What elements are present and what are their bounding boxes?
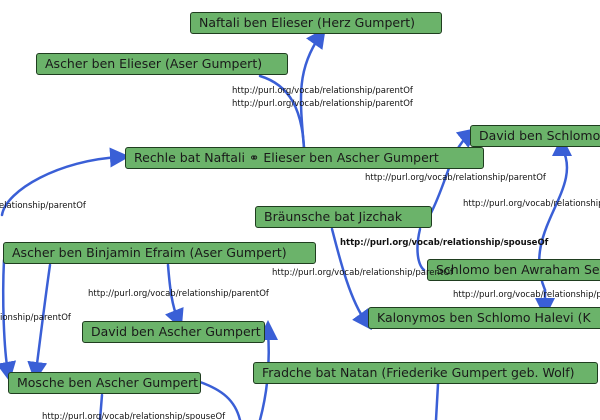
edge-label: http://purl.org/vocab/relationship/spous…: [42, 412, 226, 420]
node-ascher-ben-binjamin[interactable]: Ascher ben Binjamin Efraim (Aser Gumpert…: [3, 242, 316, 264]
edge-label: http://purl.org/vocab/relationship/paren…: [232, 99, 413, 109]
edge-label: http://purl.org/vocab/relationship/paren…: [232, 86, 413, 96]
edge-ascher-binjamin-david: [165, 263, 184, 330]
edge-label: http://purl.org/vocab/relationship/paren…: [0, 313, 71, 323]
node-david-ben-ascher[interactable]: David ben Ascher Gumpert: [82, 321, 265, 343]
node-ascher-ben-elieser[interactable]: Ascher ben Elieser (Aser Gumpert): [36, 53, 288, 75]
edge-rechle-ascher-elieser: [258, 74, 306, 150]
node-braeunsche[interactable]: Bräunsche bat Jizchak: [255, 206, 432, 228]
edge-fradche-down: [434, 382, 440, 420]
edge-label: http://purl.org/vocab/relationship/paren…: [453, 290, 600, 300]
edge-braeunsche-schlomo: [416, 227, 426, 272]
edge-label: http://purl.org/vocab/relationship/paren…: [365, 173, 546, 183]
edge-mosche-down-right: [198, 380, 242, 420]
node-kalonymos[interactable]: Kalonymos ben Schlomo Halevi (K: [368, 307, 600, 329]
edge-label: http://purl.org/vocab/relationship/paren…: [0, 201, 86, 211]
node-naftali[interactable]: Naftali ben Elieser (Herz Gumpert): [190, 12, 442, 34]
edge-label: http://purl.org/vocab/relationship/paren…: [272, 268, 453, 278]
edge-ascher-mosche: [27, 263, 52, 382]
edge-left-rechle: [0, 147, 130, 217]
edge-left-mosche: [0, 258, 17, 382]
edge-mosche-down-mid: [98, 393, 104, 420]
edge-label: http://purl.org/vocab/relationship/paren…: [463, 199, 600, 209]
node-mosche[interactable]: Mosche ben Ascher Gumpert: [8, 372, 201, 394]
node-rechle[interactable]: Rechle bat Naftali ⚭ Elieser ben Ascher …: [125, 147, 484, 169]
edge-label: http://purl.org/vocab/relationship/paren…: [88, 289, 269, 299]
edge-braeunsche-kalonymos: [330, 227, 372, 331]
node-schlomo-ben-awraham[interactable]: Schlomo ben Awraham SeG: [427, 259, 600, 281]
edge-label: http://purl.org/vocab/relationship/spous…: [340, 238, 549, 248]
node-david-ben-schlomo[interactable]: David ben Schlomo: [470, 125, 600, 147]
node-fradche[interactable]: Fradche bat Natan (Friederike Gumpert ge…: [253, 362, 598, 384]
